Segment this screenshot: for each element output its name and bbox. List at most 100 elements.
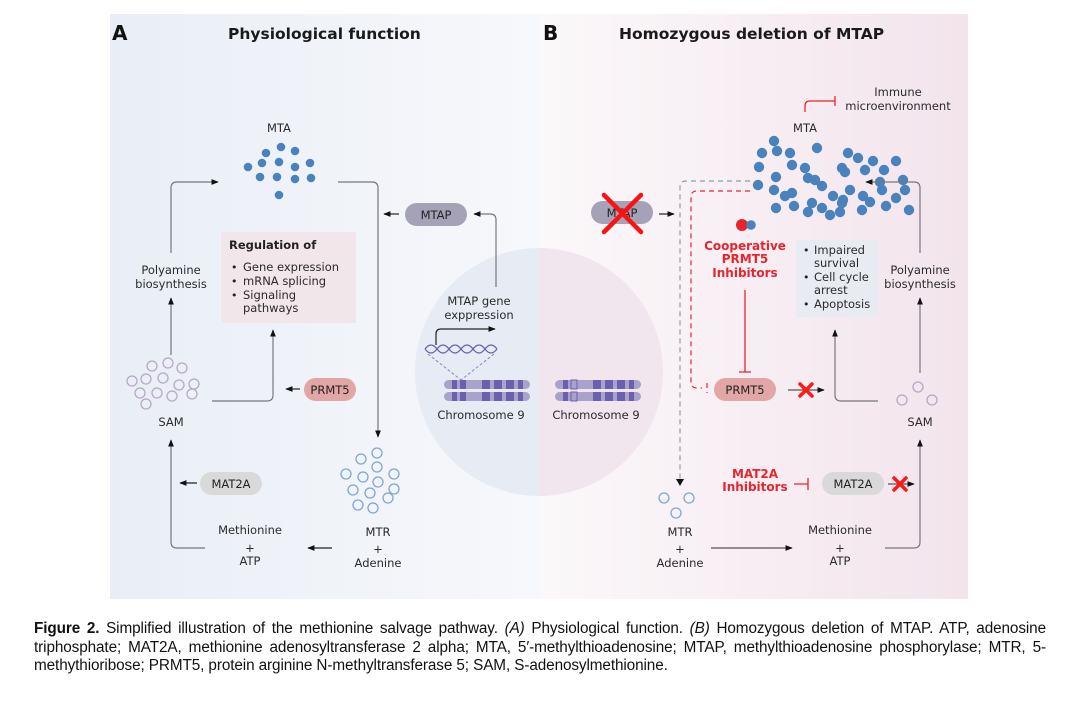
mta-molecule: [816, 180, 828, 192]
mta-molecule: [844, 184, 856, 196]
prmt5-label-b: PRMT5: [725, 383, 764, 397]
sam-molecule: [176, 362, 188, 374]
nucleus-circle-right: [539, 248, 663, 496]
mtr-molecule: [347, 484, 359, 496]
mta-molecule: [753, 161, 765, 173]
mtr-molecule: [352, 499, 364, 511]
microenvironment-label: microenvironment: [845, 99, 951, 113]
chromosome-band: [494, 380, 502, 389]
sam-molecule: [134, 387, 146, 399]
mtr-label-b: MTR: [668, 525, 693, 539]
immune-label: Immune: [874, 85, 921, 99]
mtr-molecule: [357, 471, 369, 483]
sam-molecule: [186, 388, 198, 400]
outcome-item: Impaired: [814, 243, 865, 257]
mtr-molecule: [371, 447, 383, 459]
outcome-item: arrest: [814, 283, 848, 297]
sam-molecule: [896, 394, 908, 406]
arrow-head-mtr: [676, 479, 684, 486]
mta-molecule: [255, 172, 265, 182]
mta-molecule: [770, 202, 782, 214]
outcomes-box: [796, 240, 878, 317]
chromosome-label-b: Chromosome 9: [552, 408, 639, 422]
regulation-item: Gene expression: [243, 260, 339, 274]
arrow-polyamine-to-mta-b: [865, 179, 921, 253]
chromosome-band: [460, 380, 466, 389]
outcome-item: Cell cycle: [814, 270, 869, 284]
sam-molecule: [912, 381, 924, 393]
arrow-mta-to-mtr: [338, 181, 381, 438]
mtap-label-a: MTAP: [421, 208, 452, 222]
prmt5-label-a: PRMT5: [310, 383, 349, 397]
mta-molecule: [890, 192, 902, 204]
mta-molecule: [257, 158, 267, 168]
mtr-molecule: [372, 476, 384, 488]
deletion-x-icon: [601, 192, 644, 235]
mta-molecule: [806, 197, 818, 209]
chromosome-band: [593, 392, 601, 401]
mtr-molecule: [355, 453, 367, 465]
mta-inhibits-immune: [804, 96, 836, 112]
plus-a1: +: [245, 541, 255, 555]
mta-molecule: [274, 157, 284, 167]
cooperative-inhibitor-icon: [736, 219, 756, 231]
caption-text: Homozygous deletion of MTAP. ATP, adenos…: [34, 620, 1046, 674]
mta-molecule: [824, 209, 836, 221]
mta-molecule: [276, 142, 286, 152]
mtr-molecule: [388, 468, 400, 480]
atp-label-a: ATP: [240, 554, 261, 568]
coop-inhibitor-label-2: PRMT5: [722, 252, 769, 266]
chromosome-band: [629, 380, 634, 389]
mta-molecule: [876, 184, 888, 196]
mtr-molecule: [371, 461, 383, 473]
regulation-item: pathways: [243, 301, 298, 315]
mtr-molecule: [340, 468, 352, 480]
mtr-molecule: [367, 502, 379, 514]
arrow-gene-to-mtap: [473, 211, 497, 287]
chromosome-band: [482, 380, 490, 389]
polyamine-label-b: Polyamine: [890, 263, 949, 277]
mta-molecule: [827, 190, 839, 202]
mta-label-b: MTA: [793, 121, 817, 135]
mta-molecule: [779, 190, 791, 202]
sam-molecules-b-reduced: [896, 381, 938, 406]
sam-molecule: [140, 398, 152, 410]
mta-molecule: [770, 171, 782, 183]
methionine-salvage-figure: A Physiological function MTA MTAP Regula…: [110, 14, 968, 599]
mta-molecule: [290, 146, 300, 156]
mtr-molecule: [658, 492, 670, 504]
sam-molecule: [162, 357, 174, 369]
inhibition-line-mat2a: [794, 478, 809, 490]
chromosome-band: [452, 392, 457, 401]
sam-molecule: [151, 387, 163, 399]
transcription-arrow: [435, 326, 496, 345]
mta-molecule: [864, 196, 876, 208]
regulation-bullet: •: [231, 275, 238, 288]
methionine-label-a: Methionine: [218, 523, 282, 537]
chromosome-band: [617, 392, 625, 401]
chromosome-band: [460, 392, 466, 401]
dashed-mta-to-mtr: [679, 180, 750, 480]
panel-b-letter: B: [543, 21, 558, 45]
mta-molecule: [857, 190, 869, 202]
mta-molecules-a: [243, 142, 316, 200]
mta-molecules-b-accumulated: [752, 135, 915, 221]
chromosome-band: [617, 380, 625, 389]
chromosome-band: [629, 392, 634, 401]
mta-molecule: [752, 179, 764, 191]
mtr-molecule: [670, 507, 682, 519]
mta-molecule: [306, 173, 316, 183]
methionine-label-b: Methionine: [808, 523, 872, 537]
mta-molecule: [799, 162, 811, 174]
biosynthesis-label-a: biosynthesis: [135, 277, 207, 291]
sam-molecule: [173, 379, 185, 391]
deleted-region: [570, 379, 578, 390]
sam-molecule: [146, 360, 158, 372]
regulation-bullet: •: [231, 289, 238, 302]
panel-a-letter: A: [112, 21, 128, 45]
mat2a-label-b: MAT2A: [833, 477, 872, 491]
sam-molecules-a: [126, 357, 200, 410]
outcome-list: • Impaired survival • Cell cycle arrest …: [803, 243, 870, 311]
biosynthesis-label-b: biosynthesis: [884, 277, 956, 291]
inhibition-line-prmt5: [739, 290, 751, 373]
